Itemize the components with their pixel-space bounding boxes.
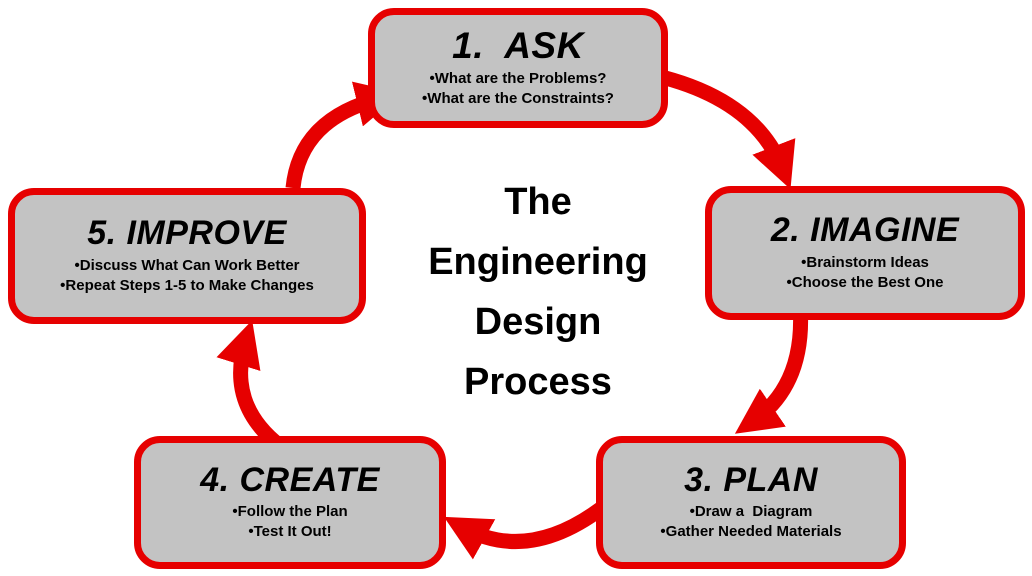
arrow-improve-to-ask <box>285 81 403 189</box>
bullet: Choose the Best One <box>787 273 944 293</box>
step-title-create: 4. CREATE <box>200 460 380 499</box>
bullet: Test It Out! <box>232 522 347 542</box>
bullet: Brainstorm Ideas <box>787 253 944 273</box>
bullet: Gather Needed Materials <box>660 522 842 542</box>
step-title-plan: 3. PLAN <box>684 460 818 499</box>
arrow-imagine-to-plan <box>734 304 809 434</box>
step-bullets-improve: Discuss What Can Work Better Repeat Step… <box>60 256 314 296</box>
step-box-plan: 3. PLAN Draw a Diagram Gather Needed Mat… <box>596 436 906 569</box>
diagram-title-line: Design <box>474 301 602 343</box>
step-title-improve: 5. IMPROVE <box>87 214 287 253</box>
bullet: What are the Constraints? <box>422 89 614 109</box>
bullet: What are the Problems? <box>422 69 614 89</box>
diagram-title: The Engineering Design Process <box>408 172 668 412</box>
step-box-imagine: 2. IMAGINE Brainstorm Ideas Choose the B… <box>705 186 1025 320</box>
bullet: Repeat Steps 1-5 to Make Changes <box>60 276 313 296</box>
step-box-create: 4. CREATE Follow the Plan Test It Out! <box>134 436 446 569</box>
step-bullets-plan: Draw a Diagram Gather Needed Materials <box>660 502 842 542</box>
step-bullets-imagine: Brainstorm Ideas Choose the Best One <box>787 253 944 293</box>
step-box-improve: 5. IMPROVE Discuss What Can Work Better … <box>8 188 366 324</box>
diagram-title-line: Engineering <box>428 241 648 283</box>
step-bullets-create: Follow the Plan Test It Out! <box>232 502 348 542</box>
bullet: Draw a Diagram <box>660 502 841 522</box>
bullet: Follow the Plan <box>232 502 348 522</box>
bullet: Discuss What Can Work Better <box>60 256 314 276</box>
arrow-create-to-improve <box>216 320 285 452</box>
step-bullets-ask: What are the Problems? What are the Cons… <box>422 69 614 109</box>
diagram-title-line: Process <box>464 361 612 403</box>
arrow-plan-to-create <box>443 494 617 560</box>
step-title-imagine: 2. IMAGINE <box>770 211 960 250</box>
step-box-ask: 1. ASK What are the Problems? What are t… <box>368 8 668 128</box>
diagram-title-line: The <box>504 181 572 223</box>
step-title-ask: 1. ASK <box>452 24 584 66</box>
